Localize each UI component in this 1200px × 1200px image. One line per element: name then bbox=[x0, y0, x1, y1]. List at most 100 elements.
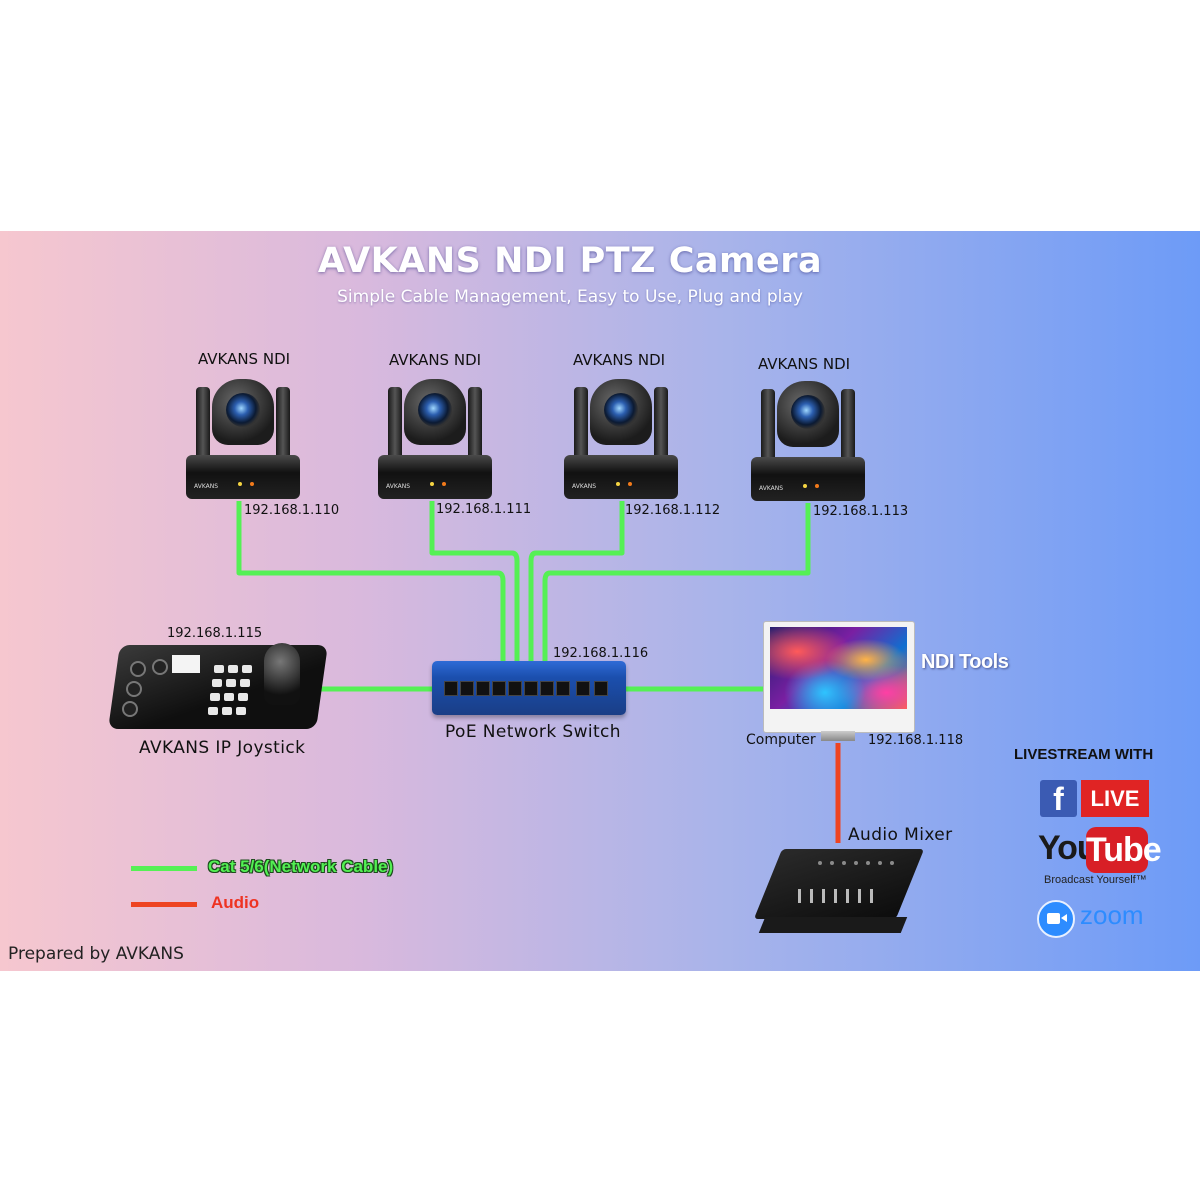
ptz-camera-1: AVKANS bbox=[186, 371, 300, 501]
cable-camera-4 bbox=[542, 503, 811, 661]
standby-led bbox=[238, 482, 242, 486]
computer-ip: 192.168.1.118 bbox=[868, 733, 964, 748]
mixer-fader bbox=[834, 889, 837, 903]
mixer-knob bbox=[890, 861, 894, 865]
camera-arm bbox=[468, 387, 482, 459]
key bbox=[210, 693, 220, 701]
camera-3-label: AVKANS NDI bbox=[572, 351, 666, 369]
facebook-live-badge: LIVE bbox=[1081, 780, 1149, 817]
power-led bbox=[250, 482, 254, 486]
standby-led bbox=[616, 482, 620, 486]
camera-arm bbox=[388, 387, 402, 459]
legend-network-label: Cat 5/6(Network Cable) bbox=[208, 857, 394, 876]
camera-1-label: AVKANS NDI bbox=[197, 350, 291, 368]
footer-credit: Prepared by AVKANS bbox=[8, 944, 184, 964]
camera-lens-icon bbox=[791, 395, 825, 429]
camera-arm bbox=[196, 387, 210, 459]
key bbox=[242, 665, 252, 673]
camera-lens-icon bbox=[226, 393, 260, 427]
mixer-knob bbox=[818, 861, 822, 865]
legend-audio-label: Audio bbox=[211, 893, 260, 912]
cable-layer bbox=[236, 501, 841, 843]
camera-2-ip: 192.168.1.111 bbox=[436, 502, 532, 517]
camera-head bbox=[212, 379, 274, 445]
ethernet-port bbox=[524, 681, 538, 696]
youtube-logo-tube: Tube bbox=[1086, 827, 1162, 873]
camera-head bbox=[590, 379, 652, 445]
ethernet-port bbox=[460, 681, 474, 696]
camera-arm bbox=[574, 387, 588, 459]
facebook-icon: f bbox=[1040, 780, 1077, 817]
key bbox=[226, 679, 236, 687]
camera-lens-icon bbox=[418, 393, 452, 427]
joystick-screen bbox=[172, 655, 200, 673]
monitor-screen bbox=[770, 627, 907, 709]
key bbox=[214, 665, 224, 673]
knob-icon bbox=[122, 701, 138, 717]
poe-network-switch bbox=[432, 661, 626, 715]
ethernet-port bbox=[476, 681, 490, 696]
mixer-knob bbox=[854, 861, 858, 865]
diagram-subtitle: Simple Cable Management, Easy to Use, Pl… bbox=[337, 287, 803, 307]
standby-led bbox=[430, 482, 434, 486]
ethernet-port bbox=[492, 681, 506, 696]
switch-ip: 192.168.1.116 bbox=[553, 646, 649, 661]
camera-arm bbox=[761, 389, 775, 461]
power-led bbox=[628, 482, 632, 486]
mixer-body bbox=[753, 849, 925, 919]
diagram-title: AVKANS NDI PTZ Camera bbox=[317, 241, 823, 281]
audio-mixer bbox=[753, 839, 925, 939]
monitor-stand bbox=[821, 731, 855, 741]
ethernet-port bbox=[508, 681, 522, 696]
camera-arm bbox=[841, 389, 855, 461]
standby-led bbox=[803, 484, 807, 488]
power-led bbox=[815, 484, 819, 488]
camera-3-ip: 192.168.1.112 bbox=[625, 503, 721, 518]
audio-mixer-label: Audio Mixer bbox=[848, 825, 953, 845]
cable-camera-3 bbox=[528, 501, 625, 661]
camera-lens-icon bbox=[604, 393, 638, 427]
ethernet-port bbox=[444, 681, 458, 696]
camera-brand: AVKANS bbox=[194, 483, 219, 490]
ptz-camera-4: AVKANS bbox=[751, 373, 865, 503]
camera-brand: AVKANS bbox=[386, 483, 411, 490]
joystick-stick-icon bbox=[264, 643, 300, 705]
camera-arm bbox=[276, 387, 290, 459]
camera-base: AVKANS bbox=[564, 455, 678, 499]
mixer-fader bbox=[810, 889, 813, 903]
mixer-knob bbox=[842, 861, 846, 865]
zoom-logo-text: zoom bbox=[1080, 900, 1144, 930]
camera-brand: AVKANS bbox=[759, 485, 784, 492]
ndi-tools-label: NDI Tools bbox=[921, 651, 1009, 673]
key bbox=[238, 693, 248, 701]
camera-head bbox=[404, 379, 466, 445]
camera-head bbox=[777, 381, 839, 447]
mixer-fader bbox=[846, 889, 849, 903]
ptz-camera-3: AVKANS bbox=[564, 371, 678, 501]
cable-camera-2 bbox=[429, 501, 520, 661]
key bbox=[228, 665, 238, 673]
key bbox=[212, 679, 222, 687]
ethernet-port bbox=[556, 681, 570, 696]
power-led bbox=[442, 482, 446, 486]
knob-icon bbox=[126, 681, 142, 697]
mixer-knob bbox=[830, 861, 834, 865]
camera-base: AVKANS bbox=[751, 457, 865, 501]
camera-base: AVKANS bbox=[186, 455, 300, 499]
switch-label: PoE Network Switch bbox=[445, 722, 621, 742]
ethernet-port bbox=[540, 681, 554, 696]
mixer-fader bbox=[798, 889, 801, 903]
uplink-port bbox=[576, 681, 590, 696]
cable-camera-1 bbox=[236, 501, 506, 661]
joystick-ip: 192.168.1.115 bbox=[167, 626, 263, 641]
camera-2-label: AVKANS NDI bbox=[388, 351, 482, 369]
youtube-tagline: Broadcast Yourself™ bbox=[1044, 874, 1147, 886]
key bbox=[224, 693, 234, 701]
mixer-front bbox=[758, 917, 908, 933]
mixer-fader bbox=[858, 889, 861, 903]
mixer-knob bbox=[878, 861, 882, 865]
mixer-knob bbox=[866, 861, 870, 865]
computer-monitor bbox=[763, 621, 915, 741]
legend-network-swatch bbox=[131, 866, 197, 871]
legend-audio-swatch bbox=[131, 902, 197, 907]
